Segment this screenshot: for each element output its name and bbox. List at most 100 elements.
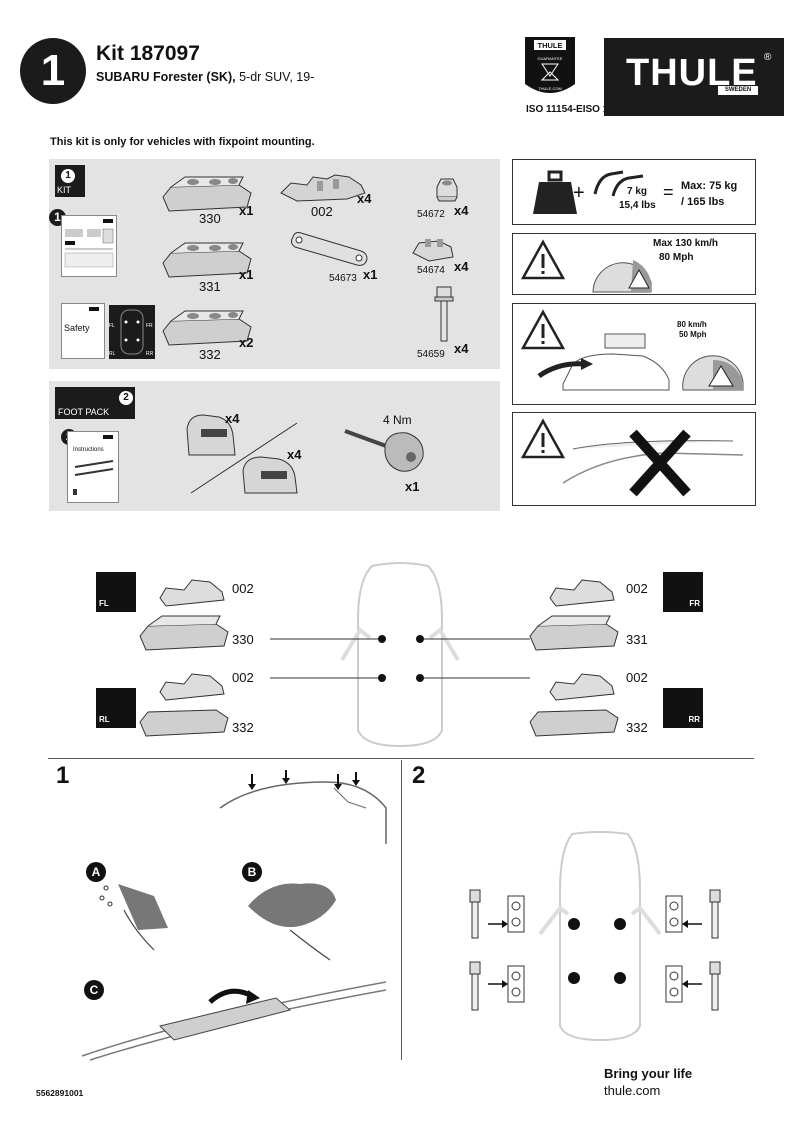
bar-weight: 7 kg (627, 186, 648, 197)
safety-booklet-icon (61, 303, 105, 359)
part-54674-qty: x4 (454, 259, 469, 274)
foot-pack-badge: 2 FOOT PACK (55, 387, 135, 419)
kit-title: Kit 187097 (96, 42, 200, 65)
part-54659-qty: x4 (454, 341, 469, 356)
warning-triangle-icon (520, 239, 566, 280)
part-54673-number: 54673 (329, 273, 357, 284)
weight-icon (533, 170, 577, 214)
part-330-number: 330 (199, 211, 221, 226)
speed-warning-box: Max 130 km/h 80 Mph (512, 233, 756, 295)
fr-bottom-num: 331 (626, 632, 648, 647)
rl-bottom-num: 332 (232, 720, 254, 735)
instruction-booklet-icon (61, 215, 117, 277)
part-332-qty: x2 (239, 335, 254, 350)
equals-sign: = (663, 182, 674, 202)
step-2-number: 2 (412, 762, 426, 789)
plate-54673-icon (290, 232, 368, 266)
mini-fl: FL (109, 323, 115, 329)
step2-car-diagram-icon (469, 831, 721, 1042)
iso-standard: ISO 11154-EISO 111 (526, 104, 619, 115)
step-c-badge: C (84, 980, 104, 1000)
plus-sign: + (573, 182, 585, 204)
page-number: 1 (40, 46, 66, 95)
kit-notice: This kit is only for vehicles with fixpo… (50, 136, 315, 148)
fl-assembly-icon (139, 579, 229, 651)
foot-badge-number: 2 (119, 391, 133, 405)
rr-top-num: 002 (626, 670, 648, 685)
rl-assembly-icon (139, 673, 229, 737)
bar-weight-lbs: 15,4 lbs (619, 200, 656, 211)
foot-instructions-icon (67, 431, 119, 503)
warning-triangle-icon-2 (520, 309, 566, 350)
max-load: Max: 75 kg (681, 180, 738, 192)
part-002-qty: x4 (357, 191, 372, 206)
thule-logo: THULE SWEDEN ® (604, 38, 784, 116)
speed-max: Max 130 km/h (653, 238, 719, 249)
mini-rl: RL (109, 351, 116, 357)
kit-badge-number: 1 (61, 169, 75, 183)
foot-icon-2 (242, 456, 298, 494)
vehicle-description: SUBARU Forester (SK), 5-dr SUV, 19- (96, 70, 314, 84)
load-car-warning-box: 80 km/h 50 Mph (512, 303, 756, 405)
part-002-number: 002 (311, 204, 333, 219)
page-number-badge: 1 (20, 38, 86, 104)
bracket-002-icon (280, 174, 366, 202)
seal-guarantee-text: GUARANTEE (538, 56, 563, 61)
clip-54674-icon (412, 239, 454, 262)
guarantee-seal-icon: THULE GUARANTEE THULE.COM (525, 37, 575, 93)
rr-bottom-num: 332 (626, 720, 648, 735)
fr-top-num: 002 (626, 581, 648, 596)
website: thule.com (604, 1083, 661, 1098)
steps-top-rule (48, 758, 754, 759)
speed2-mph: 50 Mph (679, 330, 707, 339)
speedometer-icon-2 (682, 355, 744, 391)
step-a-badge: A (86, 862, 106, 882)
corner-rl-label: RL (99, 715, 110, 724)
torque-value: 4 Nm (383, 413, 412, 427)
seal-site: THULE.COM (538, 86, 562, 91)
step-b-badge: B (242, 862, 262, 882)
pad-332-icon (162, 310, 252, 346)
divider-line (190, 422, 298, 494)
corner-fl: FL (96, 572, 136, 612)
foot-badge-label: FOOT PACK (58, 407, 110, 417)
steps-divider (401, 760, 402, 1060)
kit-contents-panel: 1 KIT 1 Safety FL FR RL RR 330 x1 (49, 159, 500, 369)
torque-key-icon (344, 429, 424, 472)
vehicle-model: SUBARU Forester (SK), (96, 70, 236, 84)
roof-no-load-icon (562, 429, 744, 497)
seal-brand: THULE (538, 41, 563, 50)
corner-rr-label: RR (688, 715, 700, 724)
part-54659-number: 54659 (417, 349, 445, 360)
corner-fr-label: FR (689, 599, 700, 608)
tool-qty: x1 (405, 479, 420, 494)
mini-car-icon (120, 309, 144, 355)
part-54672-qty: x4 (454, 203, 469, 218)
fl-bottom-num: 330 (232, 632, 254, 647)
no-roof-load-warning-box (512, 412, 756, 506)
corner-rr: RR (663, 688, 703, 728)
corner-rl: RL (96, 688, 136, 728)
mini-fr: FR (146, 323, 153, 329)
load-warning-box: + 7 kg 15,4 lbs = Max: 75 kg / 165 lbs (512, 159, 756, 225)
part-330-qty: x1 (239, 203, 254, 218)
car-loading-icon (537, 333, 670, 391)
kit-badge-label: KIT (57, 185, 72, 195)
car-top-view-icon (270, 562, 530, 748)
document-number: 5562891001 (36, 1088, 84, 1098)
foot-instructions-label: Instructions (73, 447, 104, 453)
bolt-54659-icon (434, 286, 454, 342)
step-1-number: 1 (56, 762, 70, 789)
pad-330-icon (162, 176, 252, 212)
speed2: 80 km/h (677, 320, 707, 329)
logo-sweden: SWEDEN (718, 86, 758, 95)
nut-54672-icon (436, 178, 458, 202)
logo-registered: ® (764, 52, 772, 63)
wiping-cloth-icon (248, 883, 336, 961)
part-54673-qty: x1 (363, 267, 378, 282)
part-54674-number: 54674 (417, 265, 445, 276)
rr-assembly-icon (529, 673, 619, 737)
pad-331-icon (162, 242, 252, 278)
warning-triangle-icon-3 (520, 418, 566, 459)
rl-top-num: 002 (232, 670, 254, 685)
